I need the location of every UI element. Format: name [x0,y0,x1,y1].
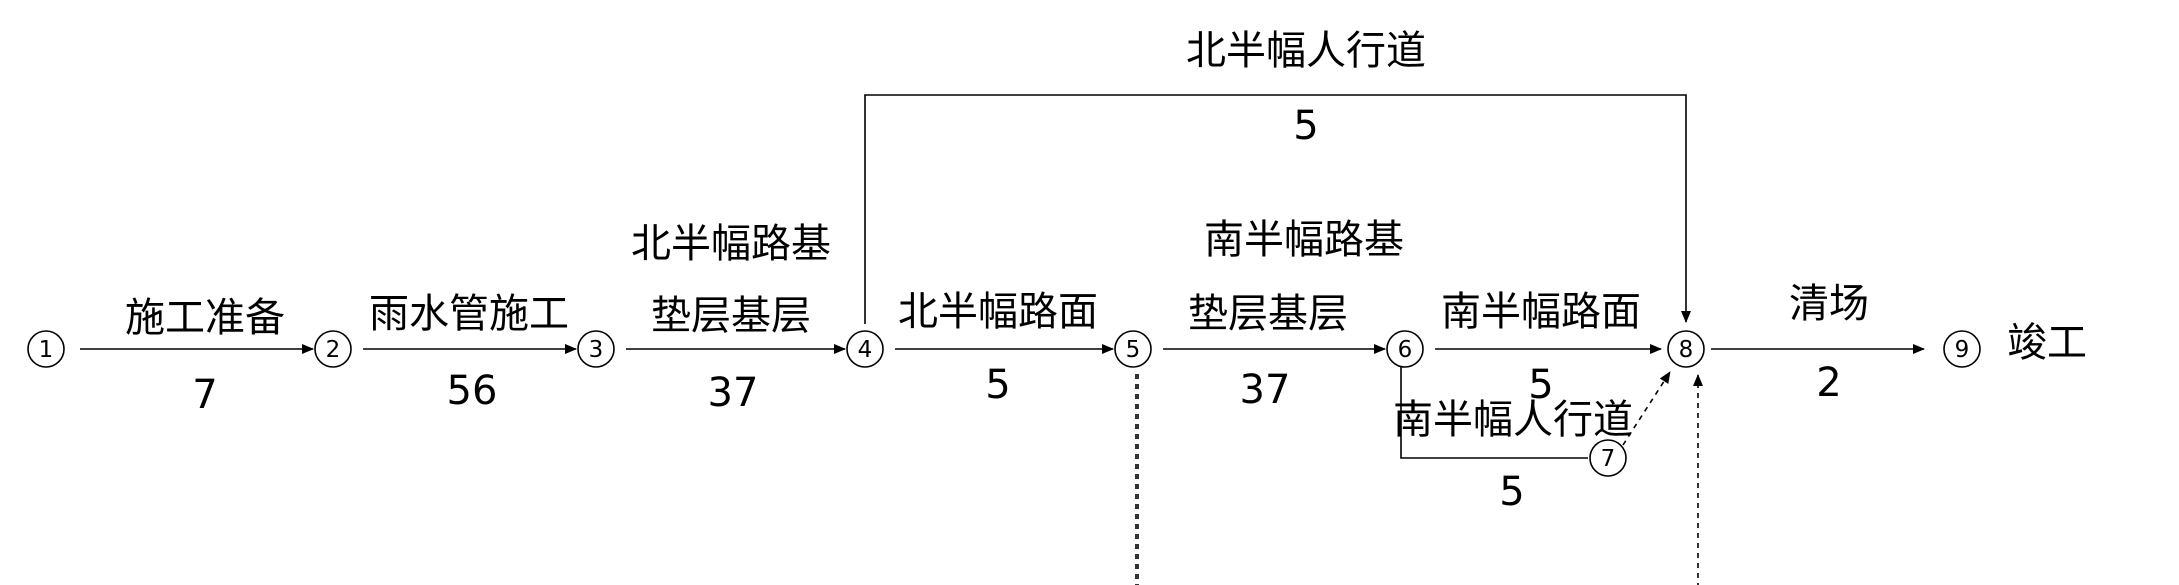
activity-name-8-9: 清场 [1789,281,1869,327]
activity-duration-6-7: 5 [1499,469,1524,515]
node-6: 6 [1386,330,1424,368]
activity-duration-2-3: 56 [447,368,498,414]
activity-name-4-8: 北半幅人行道 [1186,28,1426,74]
node-4: 4 [846,330,884,368]
node-label: 7 [1601,446,1616,472]
activity-duration-6-8: 5 [1528,362,1553,408]
node-label: 5 [1126,337,1141,363]
activity-duration-1-2: 7 [192,372,217,418]
activity-name-6-8: 南半幅路面 [1441,289,1641,335]
activity-duration-5-6: 37 [1240,367,1291,413]
activity-name-5-6-line1: 南半幅路基 [1204,217,1404,263]
activity-name-3-4-line1: 北半幅路基 [631,221,831,267]
activity-arrow-4-8 [864,94,1691,324]
node-label: 1 [39,337,54,363]
node-label: 4 [858,337,873,363]
activity-duration-4-8: 5 [1293,103,1318,149]
node-label: 3 [589,337,604,363]
activity-name-3-4-line2: 垫层基层 [651,293,811,339]
activity-name-2-3: 雨水管施工 [369,291,569,337]
node-label: 6 [1398,337,1413,363]
activity-name-1-2: 施工准备 [125,295,285,341]
activity-duration-4-5: 5 [985,362,1010,408]
activity-duration-8-9: 2 [1816,360,1841,406]
activity-name-5-6-line2: 垫层基层 [1188,291,1348,337]
activity-name-6-7: 南半幅人行道 [1393,397,1633,443]
node-8: 8 [1667,330,1705,368]
node-label: 8 [1679,337,1694,363]
node-3: 3 [577,330,615,368]
node-label: 2 [326,337,341,363]
completion-label: 竣工 [2007,320,2087,366]
activity-arrow-6-7 [1400,364,1588,459]
node-7: 7 [1589,439,1627,477]
activity-duration-3-4: 37 [708,370,759,416]
activity-name-4-5: 北半幅路面 [898,289,1098,335]
node-5: 5 [1114,330,1152,368]
node-9: 9 [1943,330,1981,368]
dummy-arrow-7-8 [1622,371,1671,446]
node-2: 2 [314,330,352,368]
node-label: 9 [1955,337,1970,363]
node-1: 1 [27,330,65,368]
